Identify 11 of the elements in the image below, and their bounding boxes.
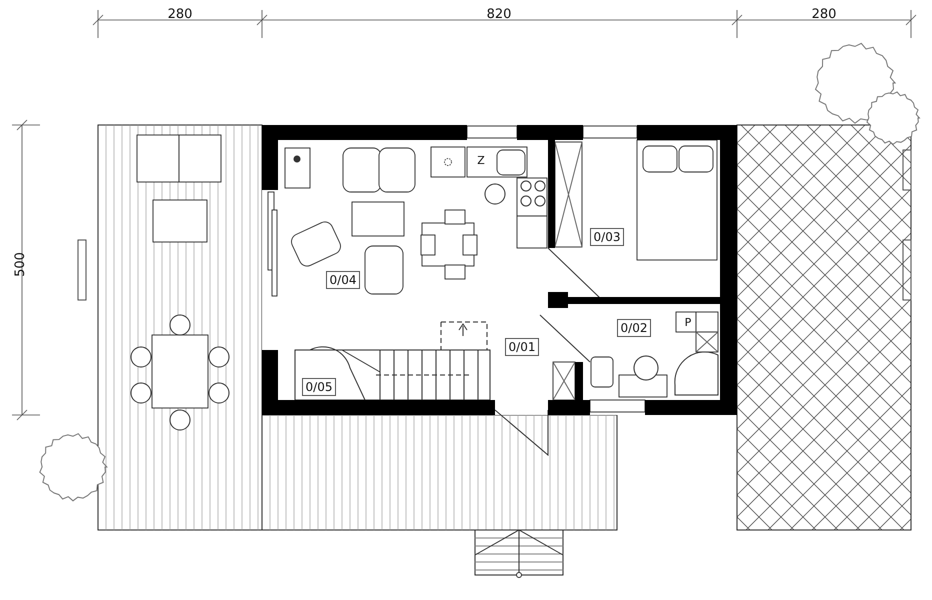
room-number: 0/01 [504,338,540,356]
dimension-label: 500 [13,252,26,276]
room-number: 0/04 [326,271,360,289]
dimension-label: 280 [168,8,192,20]
room-number: 0/05 [302,378,336,396]
appliance-mark: Z [477,154,485,166]
room-number: 0/02 [616,319,652,337]
dimension-label: 820 [486,8,512,20]
room-number: 0/03 [590,228,624,246]
appliance-mark: P [684,316,692,328]
dimension-label: 280 [812,8,836,20]
